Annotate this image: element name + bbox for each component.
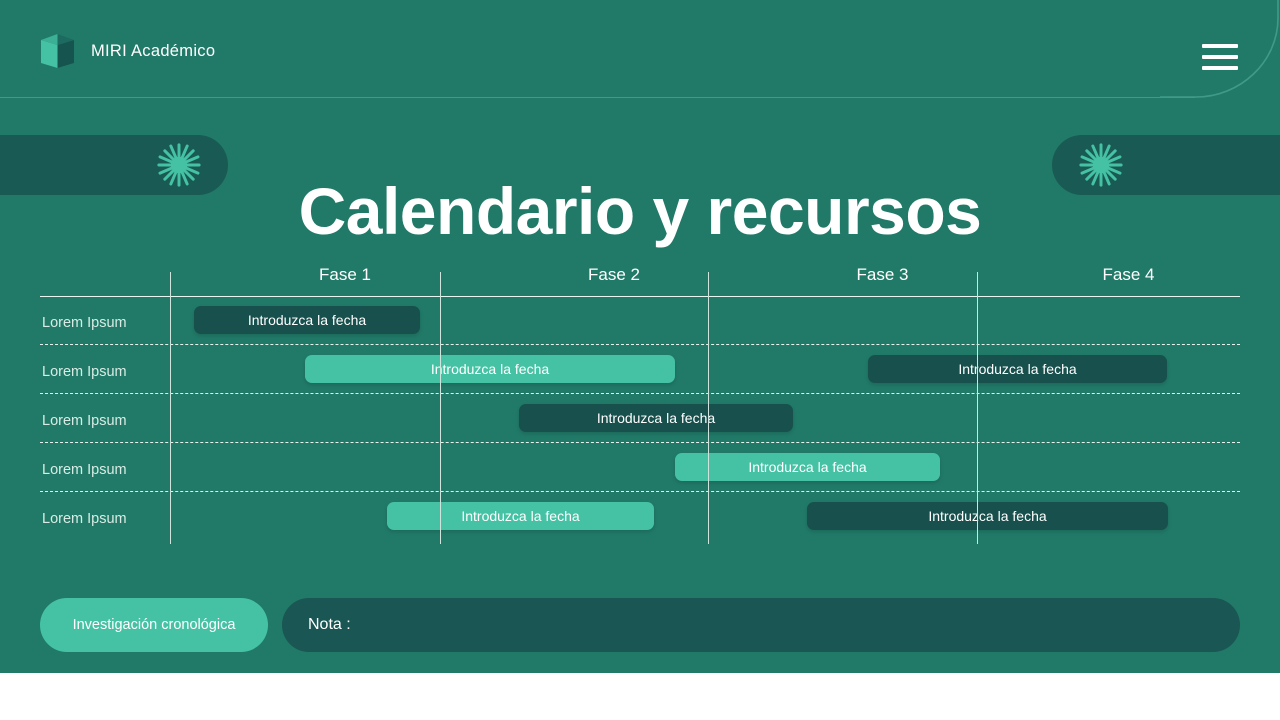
decoration-pill-right (1052, 135, 1280, 195)
slide-canvas: MIRI Académico (0, 0, 1280, 673)
gantt-header-row: Fase 1 Fase 2 Fase 3 Fase 4 (40, 258, 1240, 296)
gantt-task-bar-label: Introduzca la fecha (958, 361, 1077, 377)
gantt-task-bar-label: Introduzca la fecha (430, 361, 550, 377)
gantt-header-divider (40, 296, 1240, 297)
gantt-row-label: Lorem Ipsum (42, 511, 127, 527)
gantt-column-header-2: Fase 2 (588, 265, 640, 284)
gantt-task-bar-label: Introduzca la fecha (748, 459, 867, 475)
gantt-task-bar[interactable]: Introduzca la fecha (305, 355, 675, 383)
gantt-row-label: Lorem Ipsum (42, 462, 127, 478)
header-divider (0, 97, 1195, 98)
gantt-column-header-1: Fase 1 (319, 265, 371, 284)
note-field[interactable]: Nota : (282, 598, 1240, 652)
gantt-task-bar[interactable]: Introduzca la fecha (194, 306, 420, 334)
brand: MIRI Académico (40, 33, 215, 69)
sparkle-star-icon (156, 142, 202, 188)
gantt-task-bar-label: Introduzca la fecha (596, 410, 716, 426)
legend-pill[interactable]: Investigación cronológica (40, 598, 268, 652)
decoration-pill-left (0, 135, 228, 195)
gantt-task-bar[interactable]: Introduzca la fecha (868, 355, 1167, 383)
menu-bar-3 (1202, 66, 1238, 70)
page-title: Calendario y recursos (298, 174, 982, 249)
gantt-column-divider-2 (440, 272, 441, 544)
gantt-task-bar[interactable]: Introduzca la fecha (675, 453, 940, 481)
hamburger-menu-icon[interactable] (1202, 44, 1238, 70)
gantt-row-divider (40, 491, 1240, 492)
gantt-column-header-3: Fase 3 (856, 265, 909, 284)
gantt-column-divider-1 (170, 272, 171, 544)
gantt-row-divider (40, 442, 1240, 443)
gantt-column-header-4: Fase 4 (1102, 265, 1155, 284)
gantt-row-label: Lorem Ipsum (42, 413, 127, 429)
gantt-task-bar[interactable]: Introduzca la fecha (387, 502, 654, 530)
open-book-icon (40, 33, 75, 69)
gantt-row-divider (40, 393, 1240, 394)
gantt-column-divider-4 (977, 272, 978, 544)
brand-name: MIRI Académico (91, 41, 216, 60)
gantt-row-label: Lorem Ipsum (42, 364, 127, 380)
gantt-column-divider-3 (708, 272, 709, 544)
gantt-task-bar-label: Introduzca la fecha (928, 508, 1047, 524)
gantt-task-bar[interactable]: Introduzca la fecha (519, 404, 793, 432)
gantt-row-label: Lorem Ipsum (42, 315, 127, 331)
menu-bar-2 (1202, 55, 1238, 59)
gantt-task-bar-label: Introduzca la fecha (461, 508, 580, 524)
title-decoration-band (0, 135, 1280, 195)
note-label: Nota : (308, 616, 351, 633)
gantt-task-bar-label: Introduzca la fecha (247, 312, 367, 328)
menu-bar-1 (1202, 44, 1238, 48)
page-header: MIRI Académico (0, 0, 1280, 98)
gantt-task-bar[interactable]: Introduzca la fecha (807, 502, 1168, 530)
legend-pill-label: Investigación cronológica (72, 617, 236, 633)
sparkle-star-icon (1078, 142, 1124, 188)
page-footer: Investigación cronológica Nota : (40, 598, 1240, 652)
gantt-row-divider (40, 344, 1240, 345)
